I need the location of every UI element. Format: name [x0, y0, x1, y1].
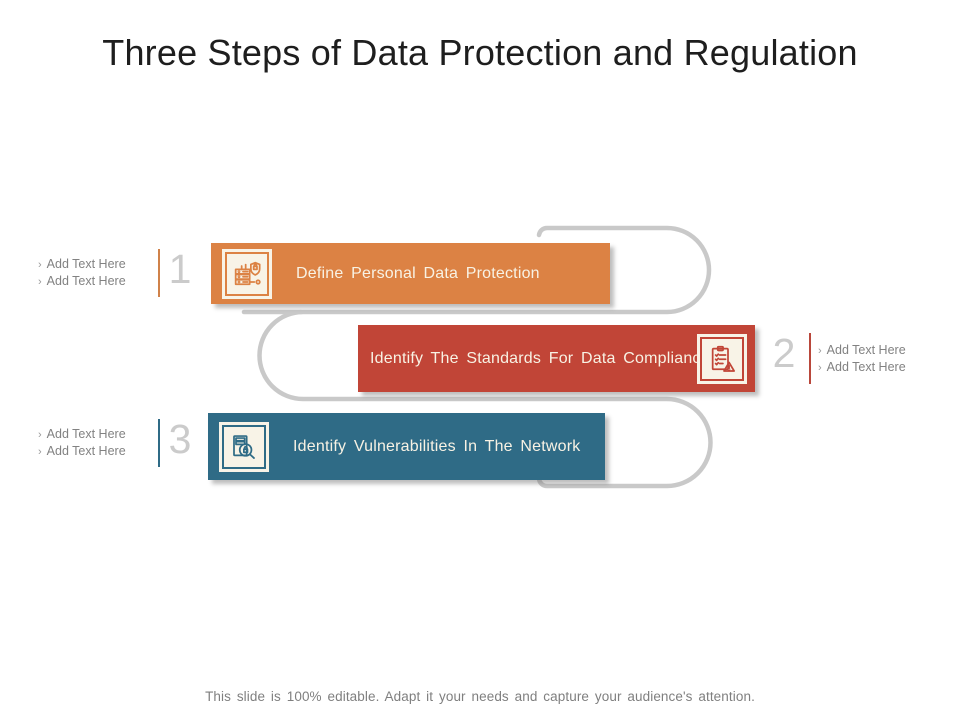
- step3-label: Identify Vulnerabilities In The Network: [293, 437, 581, 455]
- placeholder-line[interactable]: ›Add Text Here: [38, 274, 126, 288]
- footer-note: This slide is 100% editable. Adapt it yo…: [205, 689, 755, 704]
- step2-bar[interactable]: Identify The Standards For Data Complian…: [358, 325, 755, 392]
- chevron-bullet-icon: ›: [38, 276, 42, 288]
- chevron-bullet-icon: ›: [38, 429, 42, 441]
- step3-placeholder-text[interactable]: ›Add Text Here ›Add Text Here: [38, 426, 126, 460]
- step2-label: Identify The Standards For Data Complian…: [370, 349, 710, 367]
- chevron-bullet-icon: ›: [818, 362, 822, 374]
- step1-bar[interactable]: Define Personal Data Protection: [211, 243, 610, 304]
- placeholder-line[interactable]: ›Add Text Here: [818, 360, 906, 374]
- step1-iconbox: [222, 248, 272, 299]
- server-shield-icon: [234, 261, 261, 285]
- step2-number: 2: [772, 330, 796, 376]
- step2-iconbox: [697, 333, 747, 384]
- step1-placeholder-text[interactable]: ›Add Text Here ›Add Text Here: [38, 256, 126, 290]
- step1-divider: [158, 249, 160, 297]
- step2-placeholder-text[interactable]: ›Add Text Here ›Add Text Here: [818, 342, 906, 376]
- clipboard-warning-icon: [711, 345, 735, 372]
- chevron-bullet-icon: ›: [818, 345, 822, 357]
- step3-iconbox: [219, 421, 269, 472]
- step3-divider: [158, 419, 160, 467]
- step1-number: 1: [168, 246, 192, 292]
- chevron-bullet-icon: ›: [38, 259, 42, 271]
- step3-bar[interactable]: Identify Vulnerabilities In The Network: [208, 413, 605, 480]
- placeholder-line[interactable]: ›Add Text Here: [818, 343, 906, 357]
- chevron-bullet-icon: ›: [38, 446, 42, 458]
- search-lock-icon: [233, 434, 255, 459]
- placeholder-line[interactable]: ›Add Text Here: [38, 257, 126, 271]
- placeholder-line[interactable]: ›Add Text Here: [38, 444, 126, 458]
- step2-divider: [809, 333, 811, 384]
- step3-number: 3: [168, 416, 192, 462]
- placeholder-line[interactable]: ›Add Text Here: [38, 427, 126, 441]
- page-title: Three Steps of Data Protection and Regul…: [102, 32, 858, 73]
- step1-label: Define Personal Data Protection: [296, 264, 540, 282]
